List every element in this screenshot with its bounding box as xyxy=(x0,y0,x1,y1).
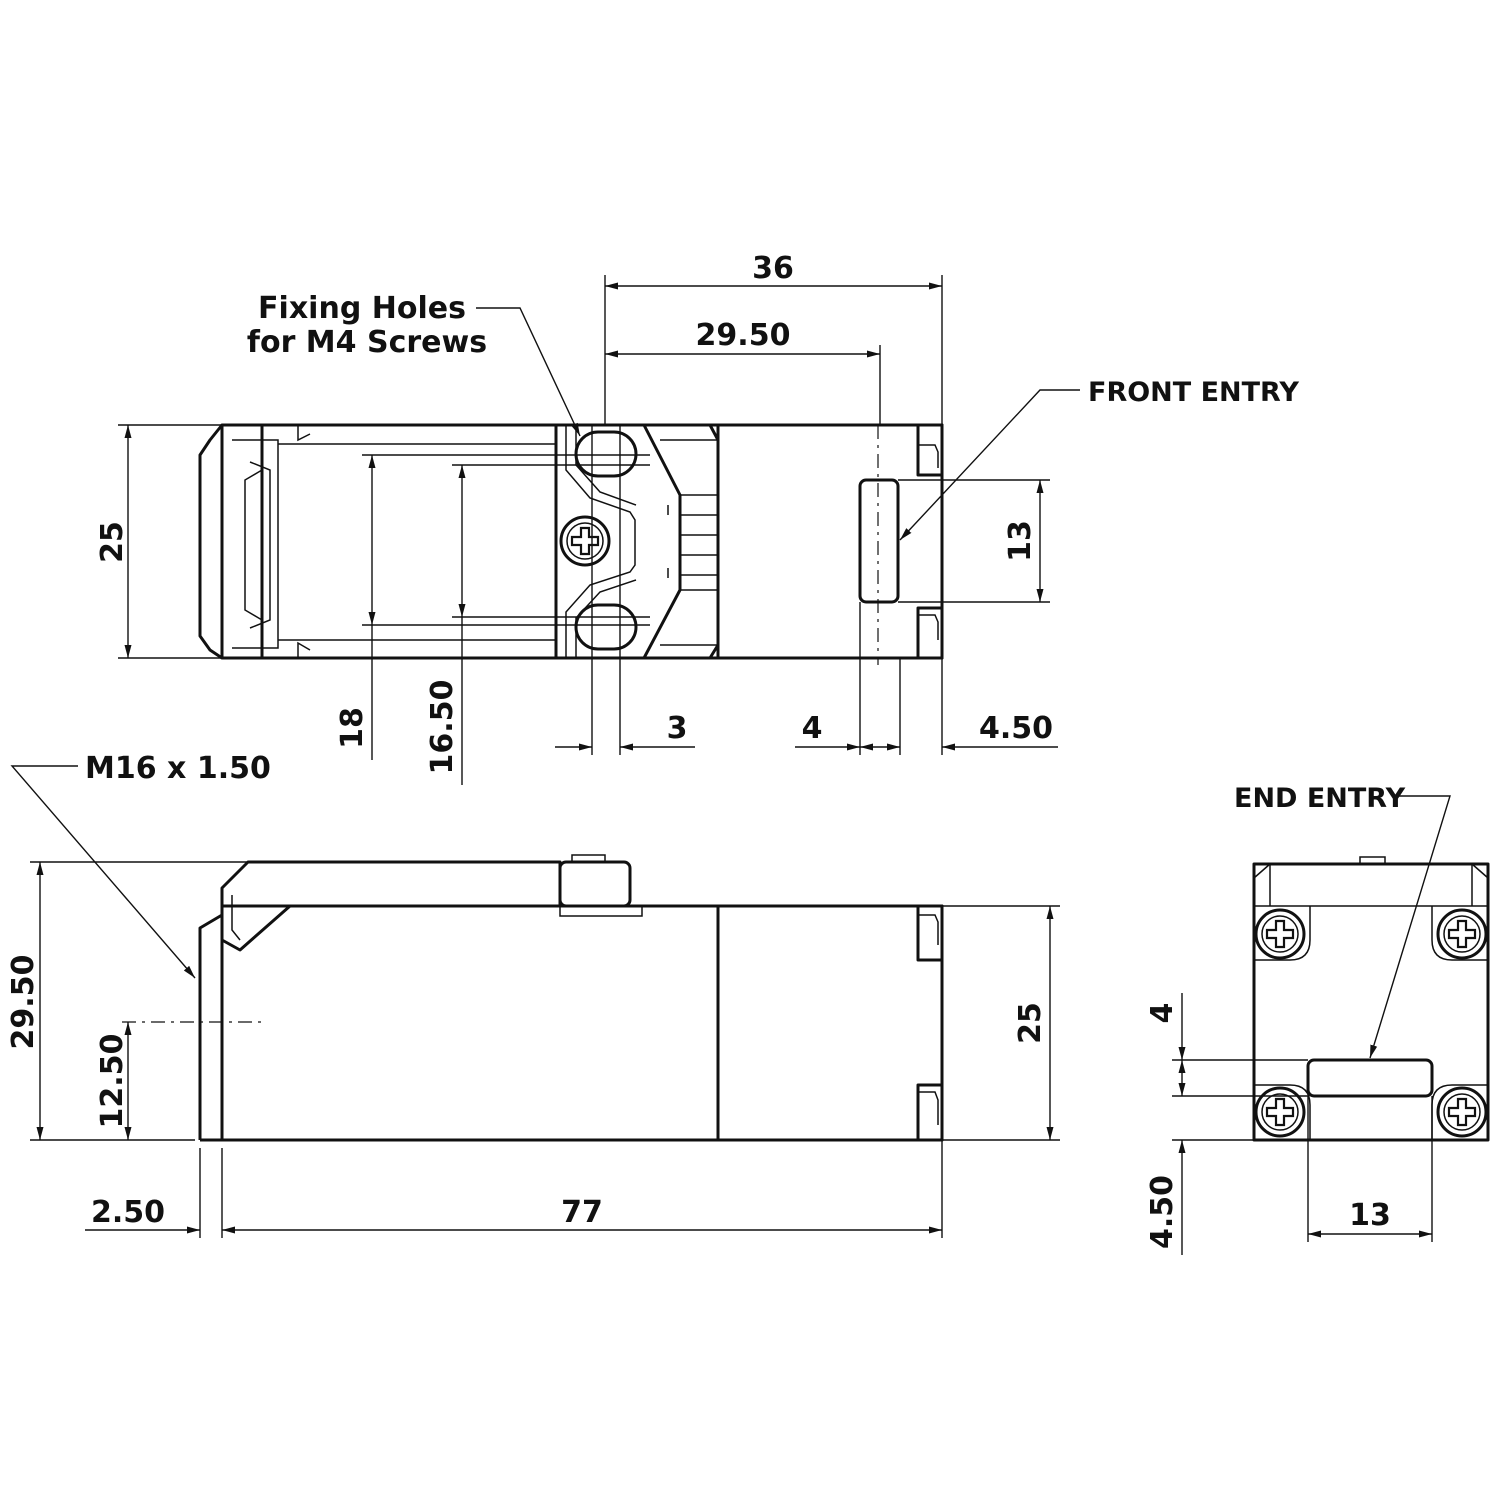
dim-13-end: 13 xyxy=(1307,1096,1433,1242)
dim-18: 18 xyxy=(335,454,650,760)
end-screw-top-left xyxy=(1254,908,1306,960)
front-entry-opening xyxy=(858,478,900,604)
dim-4-top: 4 4.50 xyxy=(795,602,1058,755)
center-screw xyxy=(559,515,611,567)
dim-36-label: 36 xyxy=(752,251,794,286)
actuator-head xyxy=(198,423,279,660)
dim-4-end: 4 4.50 xyxy=(1145,993,1308,1255)
end-screw-top-right xyxy=(1436,908,1488,960)
dim-4-50-end-label: 4.50 xyxy=(1145,1175,1180,1249)
side-actuator xyxy=(220,854,718,952)
dim-29-50-top-label: 29.50 xyxy=(696,318,791,353)
front-entry-label: FRONT ENTRY xyxy=(1088,377,1299,408)
side-clip-tabs xyxy=(916,904,944,1142)
dim-29-50-side-label: 29.50 xyxy=(6,955,41,1050)
dim-4-50-top-label: 4.50 xyxy=(979,711,1053,746)
dim-16-50-label: 16.50 xyxy=(425,680,460,775)
end-entry-opening xyxy=(1306,1058,1434,1098)
end-screw-bottom-left xyxy=(1254,1086,1306,1138)
thread-label: M16 x 1.50 xyxy=(85,751,271,786)
dim-4-top-label: 4 xyxy=(802,711,823,746)
dim-12-50: 12.50 xyxy=(95,1022,132,1140)
fixing-holes-callout: Fixing Holes for M4 Screws xyxy=(247,291,581,437)
end-screw-bottom-right xyxy=(1436,1086,1488,1138)
dim-77-label: 77 xyxy=(561,1195,603,1230)
fixing-holes-line1: Fixing Holes xyxy=(258,291,466,326)
end-entry-label: END ENTRY xyxy=(1234,783,1406,814)
dim-25-top: 25 xyxy=(95,424,222,659)
front-entry-callout: FRONT ENTRY xyxy=(899,377,1299,541)
dim-13-top-label: 13 xyxy=(1003,520,1038,562)
thread-callout: M16 x 1.50 xyxy=(10,751,271,979)
dim-16-50: 16.50 xyxy=(425,464,650,785)
dim-12-50-label: 12.50 xyxy=(95,1034,130,1129)
dim-25-top-label: 25 xyxy=(95,521,130,563)
side-housing xyxy=(198,904,944,1142)
fixing-hole-top xyxy=(574,430,638,478)
fixing-holes-line2: for M4 Screws xyxy=(247,325,487,360)
dim-2-50-label: 2.50 xyxy=(91,1195,165,1230)
end-entry-callout: END ENTRY xyxy=(1234,783,1451,1059)
end-view: END ENTRY 4 4.50 13 xyxy=(1145,783,1490,1255)
dim-18-label: 18 xyxy=(335,707,370,749)
side-view: 29.50 12.50 25 2.50 77 M16 x 1.50 xyxy=(6,751,1060,1238)
dim-13-end-label: 13 xyxy=(1349,1198,1391,1233)
dim-3: 3 xyxy=(555,425,695,755)
dim-77: 2.50 77 xyxy=(85,1140,943,1238)
dim-13-top: 13 xyxy=(898,479,1050,603)
top-view: 36 29.50 25 13 18 xyxy=(95,251,1299,785)
dim-4-end-label: 4 xyxy=(1145,1003,1180,1024)
dim-36: 36 xyxy=(604,251,943,425)
fixing-hole-bottom xyxy=(574,603,638,651)
clip-tabs xyxy=(916,423,944,660)
dim-29-50-top: 29.50 xyxy=(605,318,881,425)
dim-25-side-label: 25 xyxy=(1013,1002,1048,1044)
dim-25-side: 25 xyxy=(942,905,1060,1141)
dim-3-label: 3 xyxy=(667,711,688,746)
fixing-plate xyxy=(565,423,720,660)
dim-29-50-side: 29.50 xyxy=(6,861,248,1141)
